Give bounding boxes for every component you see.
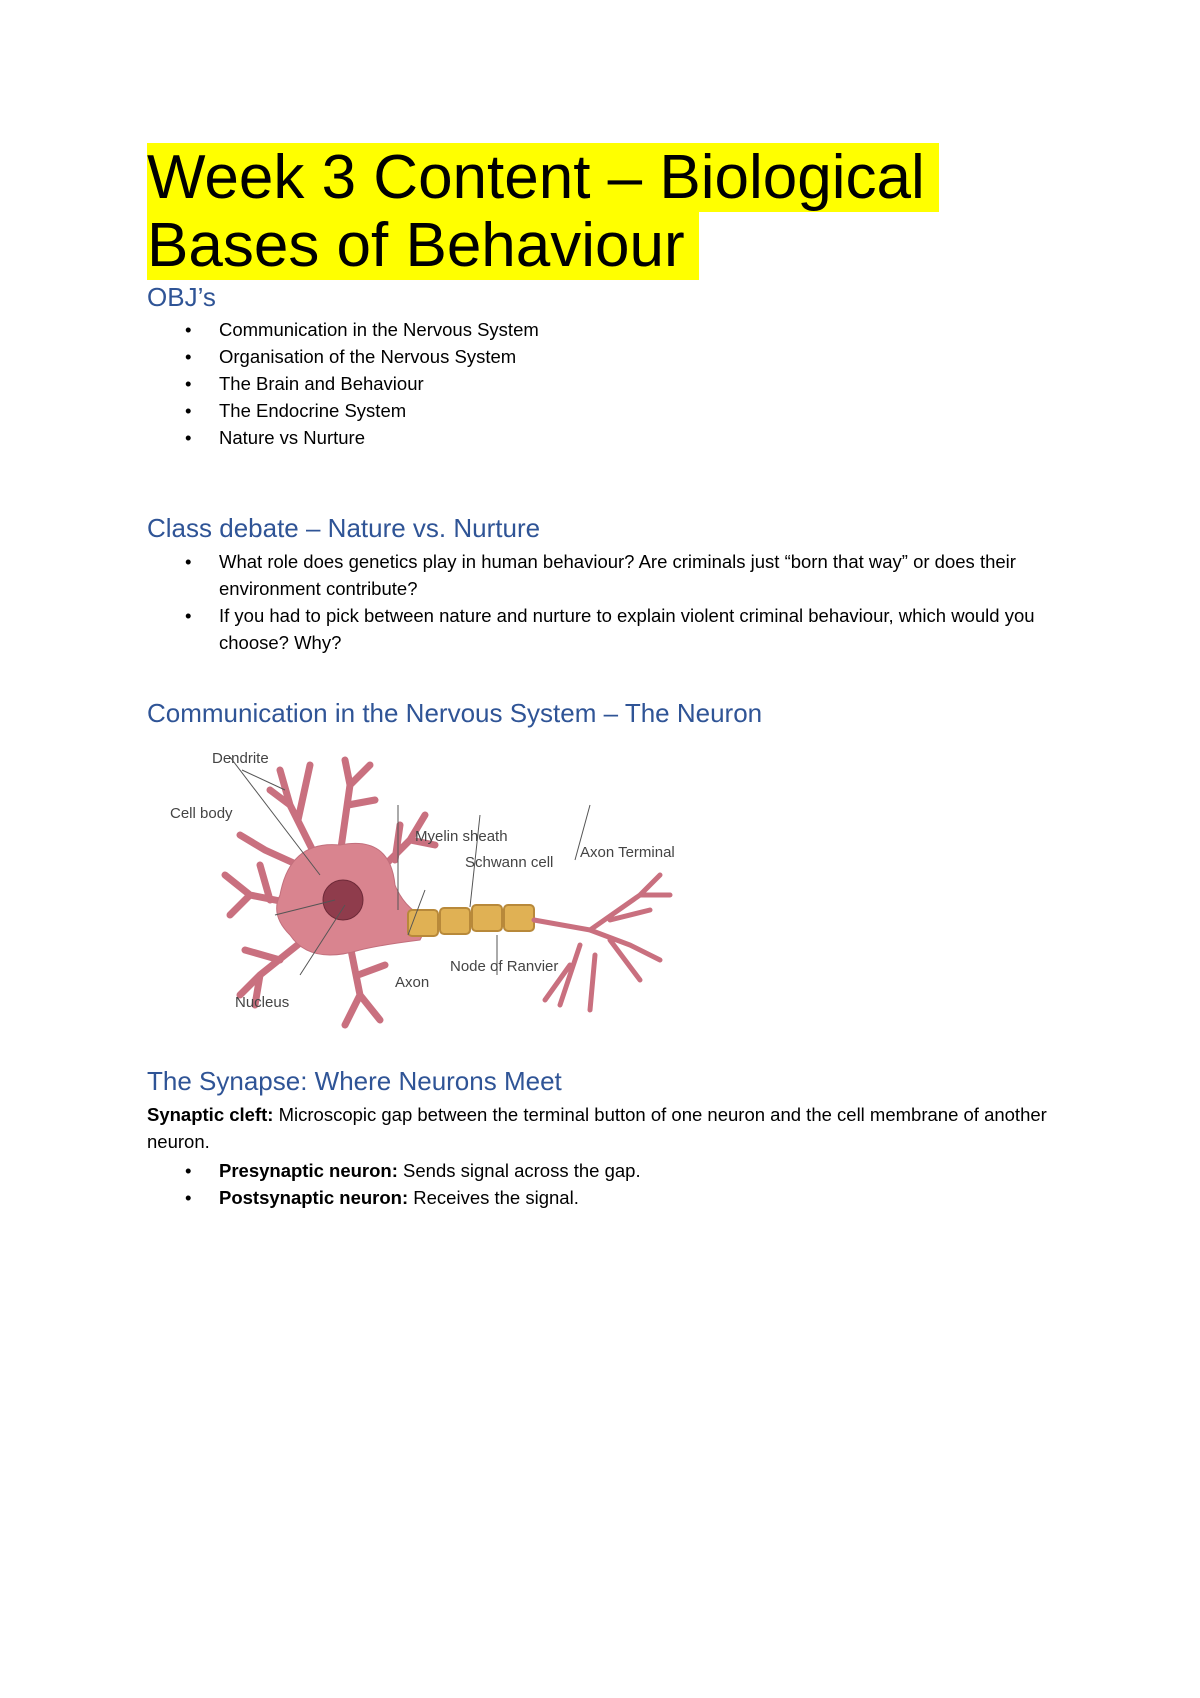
- list-item: •Organisation of the Nervous System: [185, 343, 1045, 370]
- objectives-heading: OBJ’s: [147, 282, 216, 312]
- title-line-1: Week 3 Content – Biological: [147, 143, 939, 212]
- label-axon: Axon: [395, 974, 429, 991]
- neuron-diagram: Dendrite Cell body Myelin sheath Schwann…: [170, 750, 675, 1029]
- synaptic-cleft-paragraph: Synaptic cleft: Microscopic gap between …: [147, 1104, 1047, 1152]
- label-dendrite: Dendrite: [212, 750, 269, 767]
- bullet-icon: •: [185, 427, 192, 448]
- label-nucleus: Nucleus: [235, 994, 289, 1011]
- bullet-icon: •: [185, 1160, 192, 1181]
- list-item: •The Endocrine System: [185, 397, 1045, 424]
- debate-heading: Class debate – Nature vs. Nurture: [147, 513, 541, 543]
- myelin-sheath: [407, 904, 535, 937]
- list-item: •Communication in the Nervous System: [185, 316, 1045, 343]
- bullet-icon: •: [185, 551, 192, 572]
- list-item: •Nature vs Nurture: [185, 424, 1045, 451]
- page-title: Week 3 Content – Biological Bases of Beh…: [147, 143, 939, 280]
- list-item: • If you had to pick between nature and …: [185, 602, 1045, 656]
- list-item: •The Brain and Behaviour: [185, 370, 1045, 397]
- bullet-icon: •: [185, 346, 192, 367]
- list-item: •Presynaptic neuron: Sends signal across…: [185, 1157, 1045, 1184]
- label-lines: [229, 756, 591, 976]
- nucleus: [322, 879, 364, 921]
- synapse-heading: The Synapse: Where Neurons Meet: [147, 1066, 562, 1096]
- bullet-icon: •: [185, 605, 192, 626]
- bullet-icon: •: [185, 1187, 192, 1208]
- list-item: •Postsynaptic neuron: Receives the signa…: [185, 1184, 1045, 1211]
- label-node-of-ranvier: Node of Ranvier: [450, 958, 558, 975]
- neuron-heading: Communication in the Nervous System – Th…: [147, 698, 763, 728]
- axon-terminals: [531, 872, 673, 1013]
- label-axon-terminal: Axon Terminal: [580, 844, 675, 861]
- label-cell-body: Cell body: [170, 805, 233, 822]
- bullet-icon: •: [185, 319, 192, 340]
- bullet-icon: •: [185, 400, 192, 421]
- label-schwann-cell: Schwann cell: [465, 854, 553, 871]
- list-item: •What role does genetics play in human b…: [185, 548, 1045, 602]
- title-line-2: Bases of Behaviour: [147, 211, 699, 280]
- bullet-icon: •: [185, 373, 192, 394]
- label-myelin-sheath: Myelin sheath: [415, 828, 508, 845]
